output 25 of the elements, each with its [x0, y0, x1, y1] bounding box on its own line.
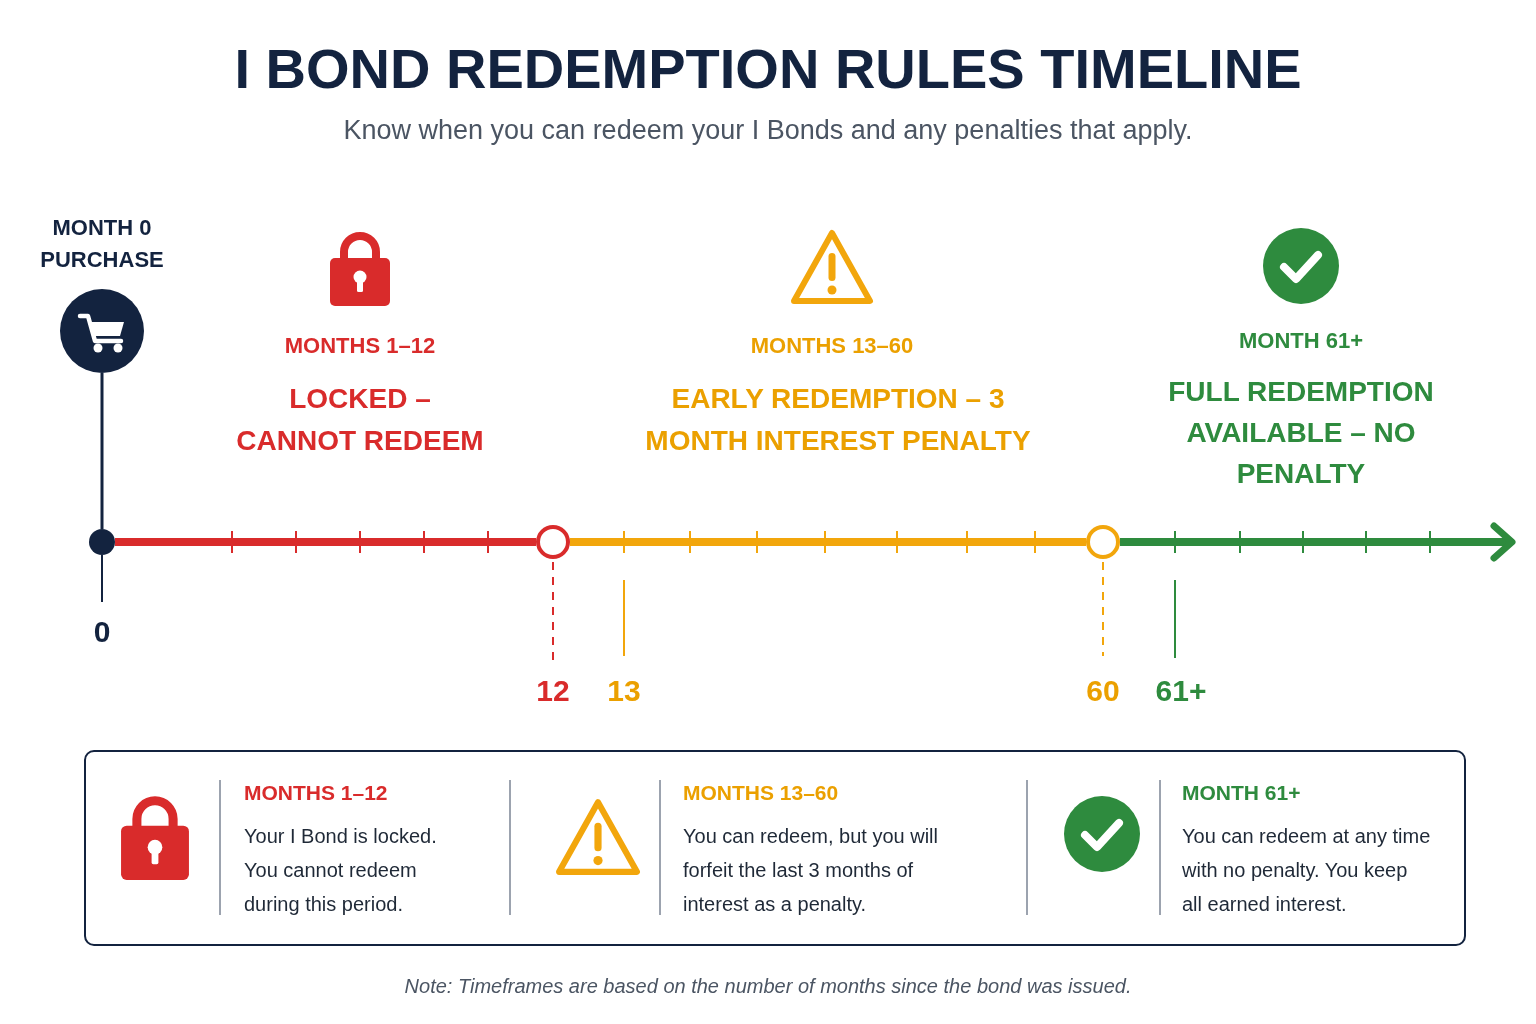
- panel-description: You can redeem, but you will forfeit the last 3 months of interest as a penalty.: [683, 824, 939, 917]
- timeline-segment: [115, 538, 536, 546]
- axis-label: 60: [1085, 673, 1121, 709]
- title: I BOND REDEMPTION RULES TIMELINE: [233, 36, 1303, 102]
- axis-label: 61+: [1154, 673, 1208, 709]
- phase-range-label: MONTHS 13–60: [749, 333, 915, 359]
- milestone-label: MONTH 0 PURCHASE: [39, 214, 165, 274]
- timeline-segment: [570, 538, 1086, 546]
- phase-range-label: MONTHS 1–12: [283, 333, 437, 359]
- phase-range-label: MONTH 61+: [1237, 328, 1365, 354]
- footnote: Note: Timeframes are based on the number of months since the bond was issued.: [403, 974, 1133, 998]
- timeline-arrow: [1120, 522, 1516, 562]
- panel-heading: MONTHS 1–12: [244, 780, 389, 805]
- subtitle: Know when you can redeem your I Bonds and any penalties that apply.: [342, 114, 1194, 146]
- connector-line: [100, 373, 104, 529]
- axis-label: 13: [606, 673, 642, 709]
- axis-label: 12: [535, 673, 571, 709]
- phase-heading: LOCKED – CANNOT REDEEM: [235, 382, 485, 458]
- panel-heading: MONTHS 13–60: [683, 780, 840, 805]
- panel-heading: MONTH 61+: [1182, 780, 1302, 805]
- panel-description: You can redeem at any time with no penalty. You keep all earned interest.: [1182, 824, 1431, 917]
- phase-heading: EARLY REDEMPTION – 3 MONTH INTEREST PENALTY: [644, 382, 1032, 458]
- panel-description: Your I Bond is locked. You cannot redeem during this period.: [244, 824, 438, 917]
- phase-heading: FULL REDEMPTION AVAILABLE – NO PENALTY: [1167, 375, 1435, 491]
- axis-label: 0: [92, 614, 112, 650]
